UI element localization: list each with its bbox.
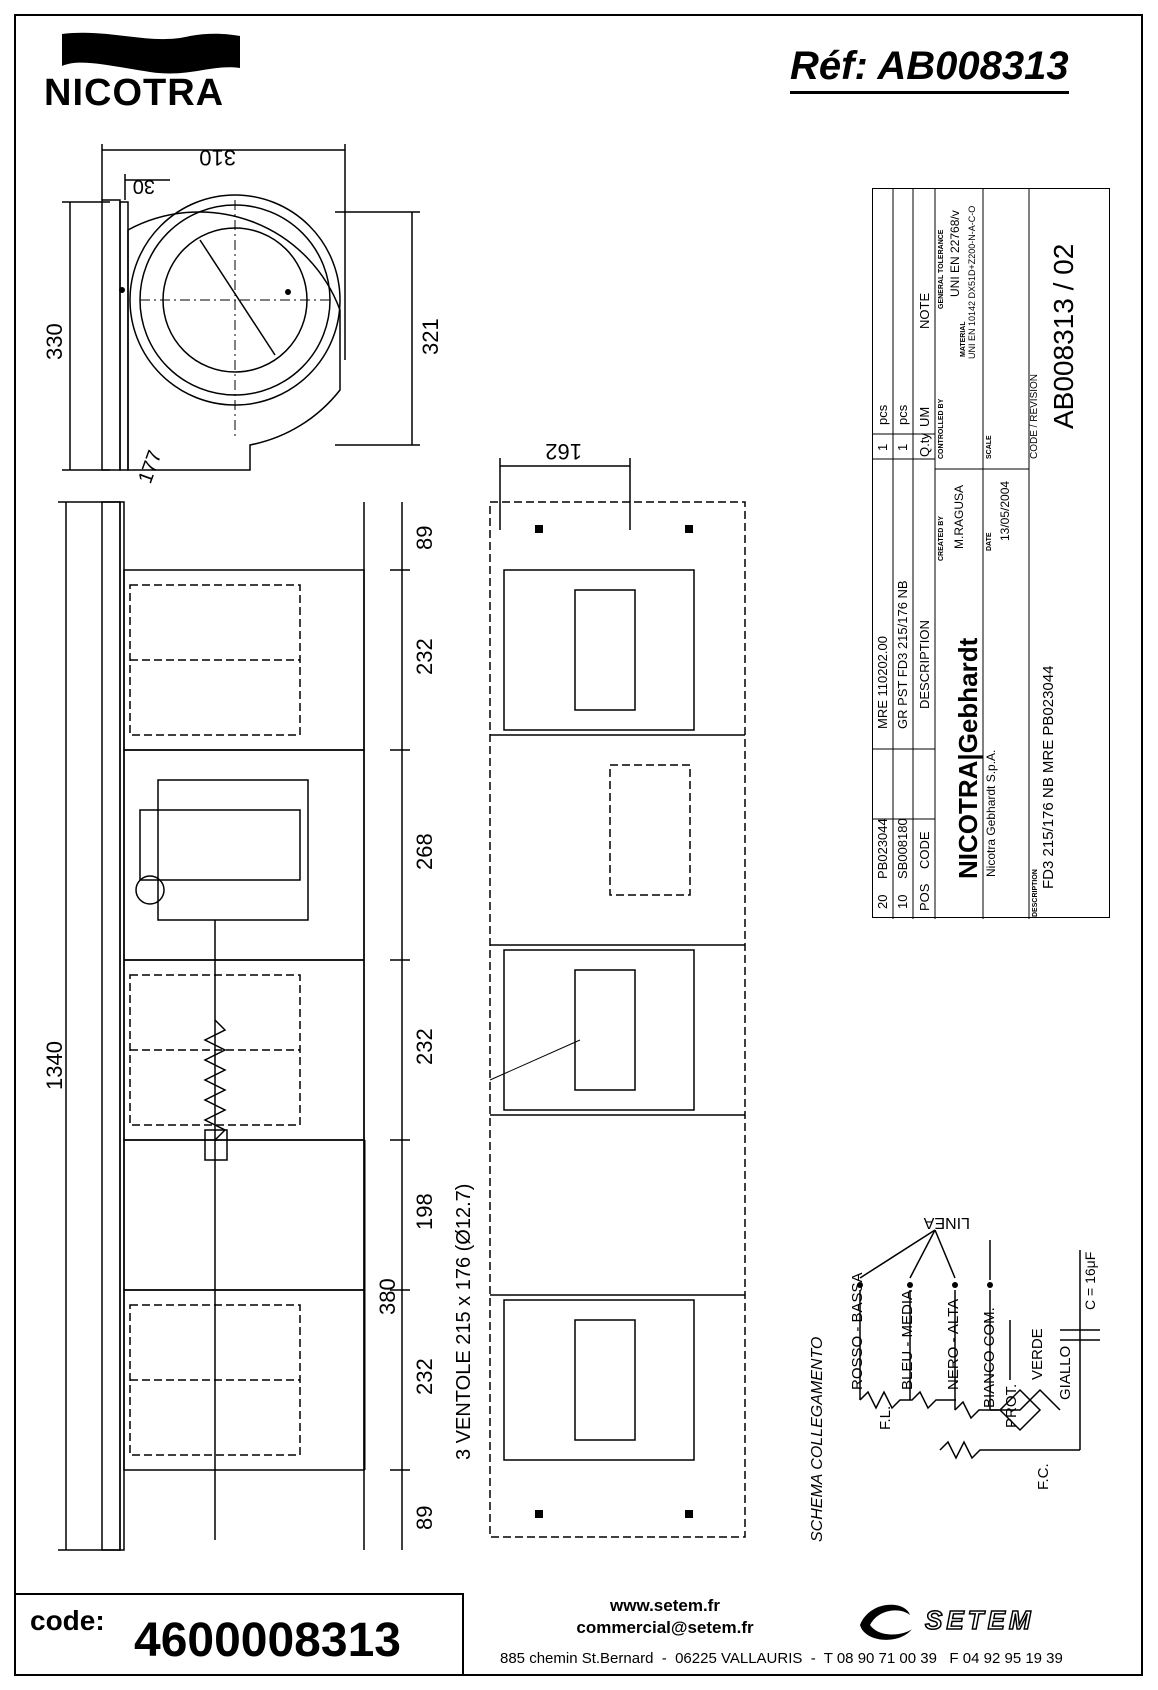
description: FD3 215/176 NB MRE PB023044 <box>1040 666 1057 889</box>
date: 13/05/2004 <box>998 481 1012 541</box>
bom-code-20: PB023044 <box>875 818 890 879</box>
wire-bleu: BLEU - MEDIA <box>899 1290 916 1390</box>
bom-qty-10: 1 <box>895 444 910 451</box>
header-um: UM <box>917 407 932 427</box>
created-by: M.RAGUSA <box>952 485 966 549</box>
linea-label: LINEA <box>923 1214 970 1231</box>
logo-text: NICOTRA <box>44 72 225 114</box>
dim-total: 1340 <box>42 1041 67 1090</box>
header-note: NOTE <box>917 293 932 329</box>
setem-swirl-icon <box>860 1604 912 1640</box>
dim-diameter: 177 <box>134 448 166 487</box>
bom-pos-20: 20 <box>875 895 890 909</box>
material: UNI EN 10142 DX51D+Z200-N-A-C-O <box>967 206 977 359</box>
general-tolerance-label: GENERAL TOLERANCE <box>938 229 945 309</box>
wiring-title: SCHEMA COLLEGAMENTO <box>809 1337 826 1542</box>
fan-note: 3 VENTOLE 215 x 176 (Ø12.7) <box>453 1184 475 1460</box>
code-revision: AB008313 / 02 <box>1048 244 1079 429</box>
bom-qty-20: 1 <box>875 444 890 451</box>
dim-seg-7: 89 <box>412 1506 437 1530</box>
date-label: DATE <box>986 532 993 551</box>
code-revision-label: CODE / REVISION <box>1029 374 1040 459</box>
logo-wave-icon <box>62 32 240 74</box>
side-view-drawing: 89 232 268 232 198 232 89 380 1340 <box>42 501 437 1551</box>
header-description: DESCRIPTION <box>917 620 932 709</box>
header-qty: Q.ty <box>917 433 932 457</box>
company-logo: NICOTRA|Gebhardt <box>953 637 983 879</box>
dim-height-left: 330 <box>42 323 67 360</box>
controlled-by-label: CONTROLLED BY <box>938 398 945 459</box>
code-box: code: 4600008313 <box>14 1593 464 1676</box>
setem-logo: SETEM <box>850 1595 1120 1645</box>
code-label: code: <box>30 1605 105 1636</box>
title-block: 20 PB023044 MRE 110202.00 1 pcs 10 SB008… <box>872 188 1110 919</box>
title-block-grid: 20 PB023044 MRE 110202.00 1 pcs 10 SB008… <box>873 189 1079 919</box>
bom-desc-20: MRE 110202.00 <box>875 636 890 729</box>
footer-address: 885 chemin St.Bernard - 06225 VALLAURIS … <box>500 1650 1063 1667</box>
website-link[interactable]: www.setem.fr <box>610 1596 720 1615</box>
wire-rosso: ROSSO - BASSA <box>849 1272 866 1390</box>
dim-380: 380 <box>375 1278 400 1315</box>
material-label: MATERIAL <box>960 321 967 357</box>
drawing-frame <box>14 14 1143 1676</box>
dim-height-right: 321 <box>418 318 440 355</box>
created-by-label: CREATED BY <box>938 516 945 561</box>
bom-code-10: SB008180 <box>895 818 910 879</box>
description-label: DESCRIPTION <box>1032 869 1039 917</box>
fc-label: F.C. <box>1035 1463 1052 1490</box>
scale-label: SCALE <box>986 435 993 459</box>
header-pos: POS <box>917 883 932 911</box>
wire-bianco: BIANCO COM. <box>981 1307 998 1408</box>
bom-um-10: pcs <box>895 404 910 425</box>
setem-brand: SETEM <box>924 1604 1035 1636</box>
fl-label: F.L. <box>877 1406 894 1430</box>
general-tolerance: UNI EN 22768/v <box>948 210 962 297</box>
dim-seg-3: 268 <box>412 833 437 870</box>
top-view-drawing: 162 3 VENTOLE 215 x 176 (Ø12.7) <box>453 439 746 1538</box>
wire-prot: PROT. <box>1003 1384 1020 1428</box>
bom-um-20: pcs <box>875 404 890 425</box>
footer-contact: www.setem.fr commercial@setem.fr <box>480 1596 850 1638</box>
bom-desc-10: GR PST FD3 215/176 NB <box>895 580 910 729</box>
wire-nero: NERO - ALTA <box>945 1299 962 1390</box>
dim-offset: 30 <box>133 175 155 197</box>
code-value: 4600008313 <box>134 1614 401 1667</box>
dim-seg-4: 232 <box>412 1028 437 1065</box>
reference-title: Réf: AB008313 <box>790 44 1069 94</box>
header-code: CODE <box>917 831 932 869</box>
wire-verde: VERDE <box>1029 1328 1046 1380</box>
nicotra-logo: NICOTRA <box>40 28 250 118</box>
wire-giallo: GIALLO <box>1057 1346 1074 1400</box>
dim-seg-1: 89 <box>412 526 437 550</box>
dim-seg-2: 232 <box>412 638 437 675</box>
dim-seg-5: 198 <box>412 1193 437 1230</box>
email-link[interactable]: commercial@setem.fr <box>576 1618 754 1637</box>
front-view-drawing: 310 30 330 321 177 <box>42 144 440 487</box>
capacitor-label: C = 16μF <box>1082 1252 1098 1310</box>
company-name: Nicotra Gebhardt S.p.A. <box>984 750 998 877</box>
wiring-diagram: SCHEMA COLLEGAMENTO LINEA C = 16μF ROSSO… <box>809 1214 1100 1542</box>
dim-width: 310 <box>199 145 236 170</box>
dim-top-width: 162 <box>545 439 582 464</box>
bom-pos-10: 10 <box>895 895 910 909</box>
side-dimensions: 89 232 268 232 198 232 89 380 1340 <box>42 526 437 1530</box>
dim-seg-6: 232 <box>412 1358 437 1395</box>
